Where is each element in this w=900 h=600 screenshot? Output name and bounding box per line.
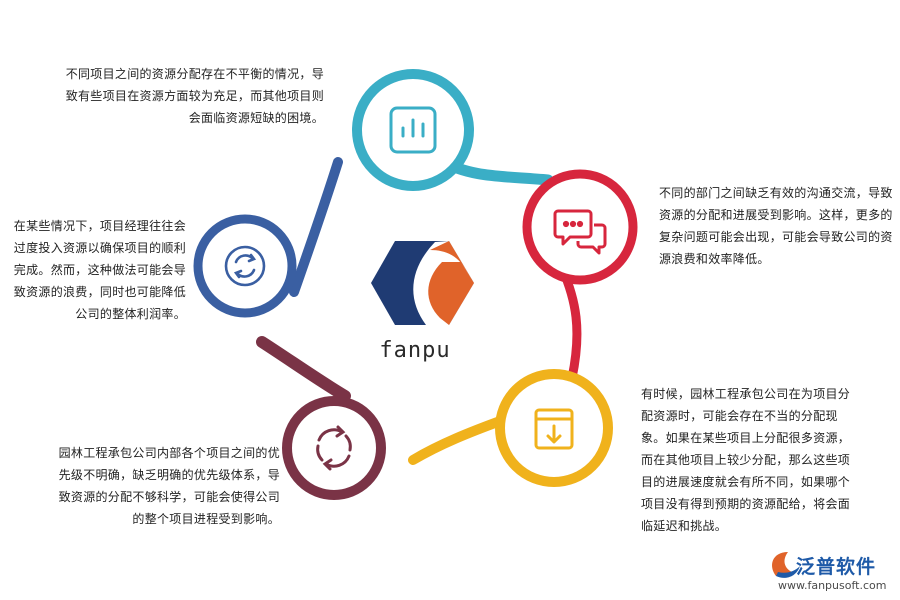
connector-yellow <box>408 415 508 465</box>
bar-chart-icon <box>389 106 437 154</box>
cycle-arrows-icon <box>316 425 352 471</box>
connector-maroon <box>256 336 351 402</box>
fanpu-logo <box>371 241 474 325</box>
ring-teal <box>352 69 474 191</box>
note-right-lower: 有时候，园林工程承包公司在为项目分配资源时，可能会存在不当的分配现象。如果在某些… <box>641 387 851 533</box>
connector-blue <box>289 157 343 297</box>
ring-blue <box>193 214 297 318</box>
brand-name[interactable]: 泛普软件 <box>796 556 877 578</box>
ring-yellow <box>495 369 613 487</box>
center-label: fanpu <box>379 338 451 363</box>
download-box-icon <box>534 408 574 450</box>
brand-logo-icon <box>772 552 800 578</box>
note-left-lower: 园林工程承包公司内部各个项目之间的优先级不明确，缺乏明确的优先级体系，导致资源的… <box>58 446 280 526</box>
refresh-icon <box>224 245 266 287</box>
note-right-upper: 不同的部门之间缺乏有效的沟通交流，导致资源的分配和进展受到影响。这样，更多的复杂… <box>659 186 893 266</box>
note-left-middle: 在某些情况下，项目经理往往会过度投入资源以确保项目的顺利完成。然而，这种做法可能… <box>13 219 186 321</box>
ring-maroon <box>282 396 386 500</box>
connector-red <box>557 263 582 383</box>
note-top-left: 不同项目之间的资源分配存在不平衡的情况，导致有些项目在资源方面较为充足，而其他项… <box>65 67 324 125</box>
chat-bubbles-icon <box>553 209 607 255</box>
brand-url[interactable]: www.fanpusoft.com <box>778 579 887 592</box>
ring-red <box>522 169 638 285</box>
